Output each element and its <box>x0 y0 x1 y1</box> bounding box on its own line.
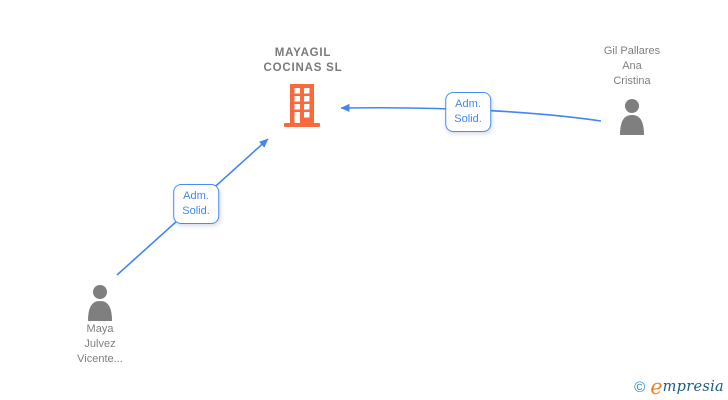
person-left-node-label[interactable]: Maya Julvez Vicente... <box>77 323 123 365</box>
empresia-logo: © e mpresia <box>634 375 724 399</box>
logo-brand-initial: e <box>650 375 663 399</box>
person-icon <box>88 285 112 321</box>
edge-label-adm-solid-right: Adm. Solid. <box>445 92 491 132</box>
edge-label-adm-solid-left: Adm. Solid. <box>173 184 219 224</box>
company-node[interactable] <box>283 84 321 128</box>
company-node-label[interactable]: MAYAGIL COCINAS SL <box>263 47 343 74</box>
person-icon <box>620 99 644 135</box>
person-right-node[interactable] <box>614 98 650 136</box>
logo-brand-text: mpresia <box>662 379 724 395</box>
building-icon <box>284 84 320 127</box>
copyright-icon: © <box>634 378 646 396</box>
person-right-node-label[interactable]: Gil Pallares Ana Cristina <box>603 45 661 87</box>
person-left-node[interactable] <box>82 284 118 322</box>
